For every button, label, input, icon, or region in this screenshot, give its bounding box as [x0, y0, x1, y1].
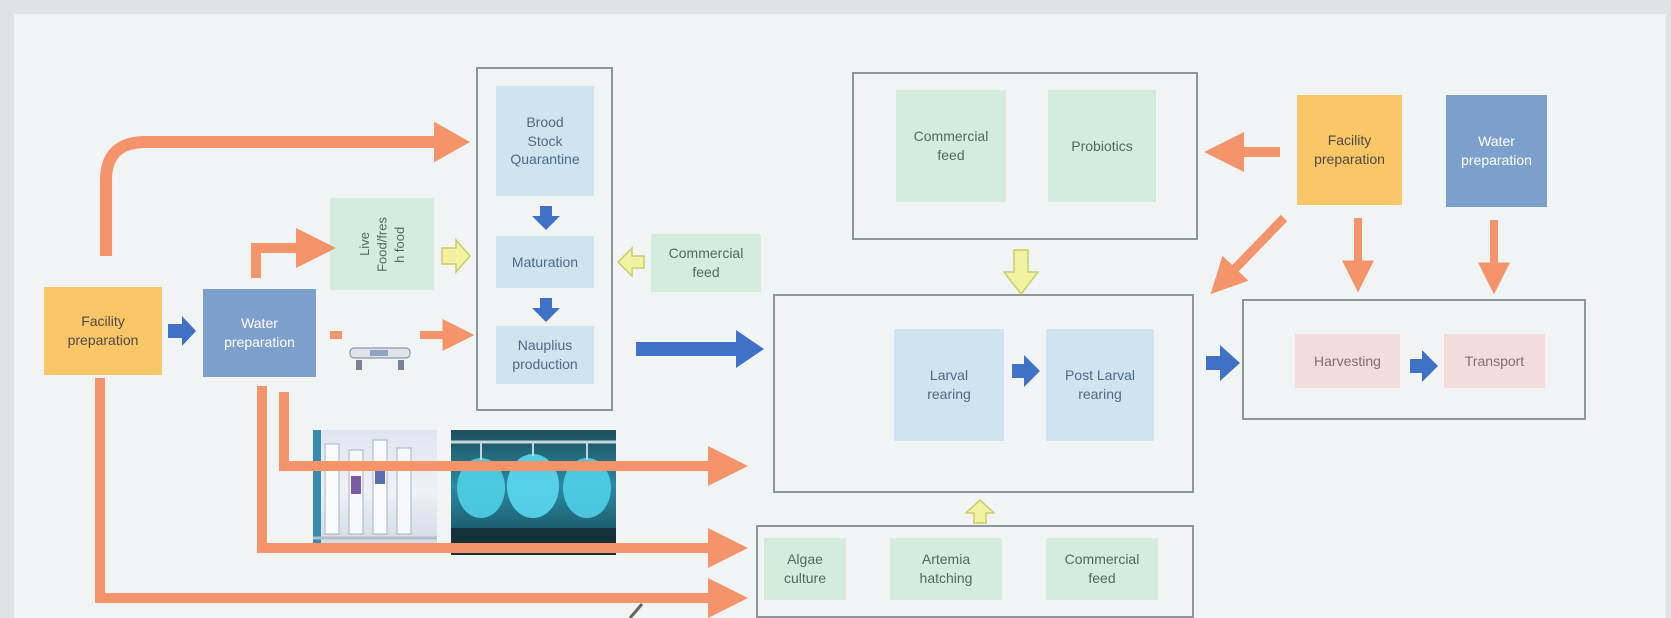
- commercial-feed-top-label: Commercial feed: [913, 128, 989, 163]
- water-preparation-right: Water preparation: [1446, 95, 1547, 207]
- nauplius-production-label: Nauplius production: [512, 337, 578, 372]
- algae-culture-box: Algae culture: [764, 538, 846, 600]
- maturation-box: Maturation: [496, 236, 594, 288]
- commercial-feed-bottom-label: Commercial feed: [1064, 551, 1140, 586]
- commercial-feed-left-label: Commercial feed: [668, 245, 744, 280]
- brood-stock-quarantine-label: Brood Stock Quarantine: [510, 113, 580, 168]
- larval-tanks-drawing: [451, 440, 616, 555]
- uv-sterilizer-drawing: [349, 347, 411, 370]
- larval-rearing-label: Larval rearing: [927, 367, 971, 402]
- harvesting-label: Harvesting: [1314, 352, 1381, 369]
- algae-culture-label: Algae culture: [783, 551, 827, 586]
- brood-stock-quarantine: Brood Stock Quarantine: [496, 86, 594, 196]
- commercial-feed-left: Commercial feed: [651, 234, 761, 292]
- post-larval-rearing-box: Post Larval rearing: [1046, 329, 1154, 441]
- filtration-equipment-image: [313, 430, 437, 553]
- nauplius-production: Nauplius production: [496, 326, 594, 384]
- transport-box: Transport: [1444, 334, 1545, 388]
- probiotics-box: Probiotics: [1048, 90, 1156, 202]
- feed-frame: [852, 72, 1198, 240]
- rearing-frame: [773, 294, 1194, 493]
- larval-rearing-box: Larval rearing: [894, 329, 1004, 441]
- post-larval-rearing-label: Post Larval rearing: [1064, 367, 1136, 402]
- filtration-equipment-drawing: [313, 430, 437, 553]
- artemia-hatching-box: Artemia hatching: [890, 538, 1002, 600]
- facility-preparation-left: Facility preparation: [44, 287, 162, 375]
- live-food-label: Live Food/fres h food: [356, 216, 407, 272]
- commercial-feed-bottom: Commercial feed: [1046, 538, 1158, 600]
- larval-tanks-image: [451, 430, 616, 555]
- facility-preparation-right: Facility preparation: [1297, 95, 1402, 205]
- water-preparation-right-label: Water preparation: [1461, 133, 1532, 168]
- transport-label: Transport: [1464, 352, 1525, 369]
- facility-preparation-right-label: Facility preparation: [1314, 132, 1385, 167]
- maturation-label: Maturation: [511, 253, 579, 270]
- harvesting-box: Harvesting: [1295, 334, 1400, 388]
- live-feed-frame: [756, 525, 1194, 618]
- harvest-frame: [1242, 299, 1586, 420]
- live-food-box: Live Food/fres h food: [330, 198, 434, 290]
- uv-sterilizer-image: [346, 336, 416, 376]
- water-preparation-left-label: Water preparation: [224, 315, 295, 350]
- water-preparation-left: Water preparation: [203, 289, 316, 377]
- artemia-hatching-label: Artemia hatching: [919, 551, 973, 586]
- facility-preparation-left-label: Facility preparation: [67, 313, 139, 348]
- commercial-feed-top: Commercial feed: [896, 90, 1006, 202]
- probiotics-label: Probiotics: [1071, 137, 1133, 154]
